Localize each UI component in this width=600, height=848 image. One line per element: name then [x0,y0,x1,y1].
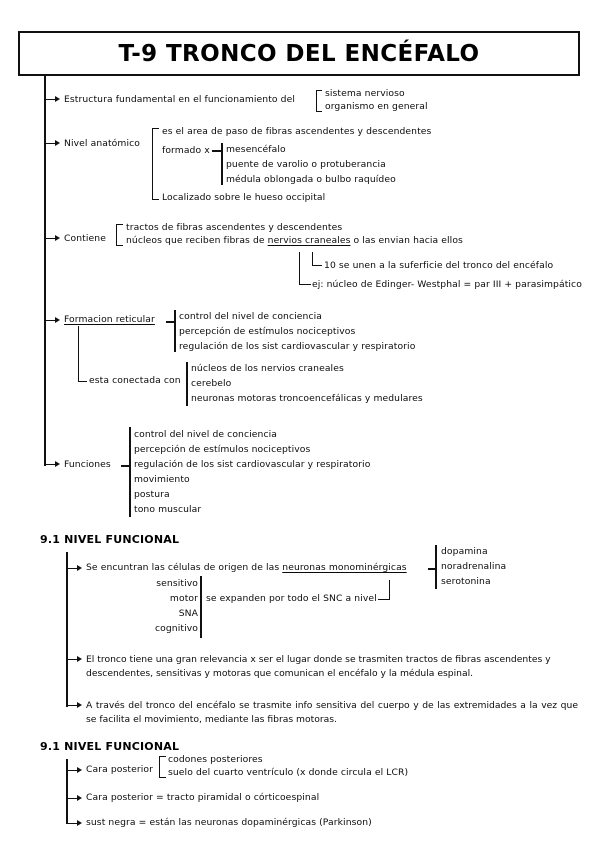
nivel-item-1: formado x [162,145,210,156]
cara-posterior-item-1: suelo del cuarto ventrículo (x donde cir… [168,767,409,778]
elbow-contiene-sub [299,252,311,285]
section-spine-1 [66,552,68,707]
branch-connector-estructura [44,99,56,101]
formacion-item-2: regulación de los sist cardiovascular y … [179,341,416,352]
branch-connector-encuentran [66,568,78,570]
arrow-nivel [55,140,60,146]
tick-formacion [166,321,175,323]
lead-se-encuentran: Se encuntran las células de origen de la… [86,562,407,574]
level-2: SNA [178,608,198,619]
document-title-box: T-9 TRONCO DEL ENCÉFALO [18,31,580,76]
cara-posterior-label-2: Cara posterior = tracto piramidal o córt… [86,792,320,803]
neurotransmitter-1: noradrenalina [441,561,507,572]
elbow-esta-conectada [78,326,87,382]
funciones-item-0: control del nivel de conciencia [134,429,277,440]
conectada-item-1: cerebelo [191,378,232,389]
nivel-item-2: Localizado sobre le hueso occipital [162,192,326,203]
rule-conectada-items [186,362,188,406]
arrow-sust-negra [77,820,82,826]
arrow-cara-1 [77,767,82,773]
branch-label-funciones: Funciones [64,459,111,470]
lead-underlined: neuronas monominérgicas [282,562,407,573]
branch-connector-para-1 [66,659,78,661]
levels-label: se expanden por todo el SNC a nivel [206,593,377,604]
neurotransmitter-2: serotonina [441,576,491,587]
tick-funciones [121,465,130,467]
page-title: T-9 TRONCO DEL ENCÉFALO [118,40,480,67]
branch-label-nivel-anatomico: Nivel anatómico [64,138,140,149]
branch-connector-nivel [44,143,56,145]
branch-label-formacion-reticular: Formacion reticular [64,314,155,325]
arrow-estructura [55,96,60,102]
bracket-contiene [116,224,123,246]
formado-x-item-0: mesencéfalo [226,144,286,155]
elbow-levels-to-neuro [378,580,390,600]
rule-neurotransmitters [435,545,437,589]
bracket-cara-posterior [159,756,166,778]
arrow-para-2 [77,702,82,708]
branch-connector-funciones [44,464,56,466]
arrow-formacion [55,317,60,323]
tick-neurotransmitters [428,568,436,570]
contiene-item-0: tractos de fibras ascendentes y descende… [126,222,343,233]
arrow-encuentran [77,565,82,571]
arrow-cara-2 [77,795,82,801]
funciones-item-5: tono muscular [134,504,202,515]
conectada-item-0: núcleos de los nervios craneales [191,363,344,374]
arrow-para-1 [77,656,82,662]
estructura-item-1: organismo en general [325,101,428,112]
nucleos-suffix: o las envian hacia ellos [350,235,463,246]
conectada-item-2: neuronas motoras troncoencefálicas y med… [191,393,423,404]
branch-label-estructura: Estructura fundamental en el funcionamie… [64,94,296,105]
paragraph-1: El tronco tiene una gran relevancia x se… [86,654,551,679]
formado-x-item-2: médula oblongada o bulbo raquídeo [226,174,396,185]
main-spine [44,76,46,466]
neurotransmitter-0: dopamina [441,546,488,557]
bracket-nivel-anatomico [152,128,159,200]
level-0: sensitivo [156,578,198,589]
formacion-item-0: control del nivel de conciencia [179,311,322,322]
funciones-item-4: postura [134,489,170,500]
level-3: cognitivo [155,623,198,634]
branch-connector-cara-2 [66,798,78,800]
heading-nivel-funcional-2: 9.1 NIVEL FUNCIONAL [40,740,180,753]
arrow-funciones [55,461,60,467]
bracket-estructura [316,90,322,112]
lead-prefix: Se encuntran las células de origen de la… [86,562,283,573]
funciones-item-2: regulación de los sist cardiovascular y … [134,459,371,470]
funciones-item-3: movimiento [134,474,190,485]
rule-levels [200,576,202,638]
estructura-item-0: sistema nervioso [325,88,405,99]
branch-connector-sust-negra [66,823,78,825]
level-1: motor [169,593,198,604]
arrow-contiene [55,235,60,241]
rule-formado-x [221,143,223,185]
branch-label-contiene: Contiene [64,233,106,244]
branch-connector-cara-1 [66,770,78,772]
branch-connector-contiene [44,238,56,240]
tick-formado-x [212,150,222,152]
section-spine-2 [66,759,68,823]
branch-connector-formacion [44,320,56,322]
contiene-sub-item-1: ej: núcleo de Edinger- Westphal = par II… [312,279,582,290]
formado-x-item-1: puente de varolio o protuberancia [226,159,386,170]
branch-connector-para-2 [66,705,78,707]
contiene-sub-item-0: 10 se unen a la suferficie del tronco de… [324,260,554,271]
sust-negra-label: sust negra = están las neuronas dopaminé… [86,817,372,828]
funciones-item-1: percepción de estímulos nociceptivos [134,444,311,455]
contiene-item-nucleos: núcleos que reciben fibras de nervios cr… [126,235,463,247]
rule-formacion-items [174,310,176,352]
paragraph-2: A través del tronco del encéfalo se tras… [86,700,578,725]
rule-funciones-items [129,427,131,517]
elbow-contiene-sub-inner [312,252,322,266]
cara-posterior-label-1: Cara posterior [86,764,153,775]
label-esta-conectada-con: esta conectada con [89,375,181,386]
formacion-item-1: percepción de estímulos nociceptivos [179,326,356,337]
heading-nivel-funcional-1: 9.1 NIVEL FUNCIONAL [40,533,180,546]
nivel-item-0: es el area de paso de fibras ascendentes… [162,126,432,137]
cara-posterior-item-0: codones posteriores [168,754,263,765]
nucleos-prefix: núcleos que reciben fibras de [126,235,268,246]
nucleos-underlined: nervios craneales [267,235,351,246]
